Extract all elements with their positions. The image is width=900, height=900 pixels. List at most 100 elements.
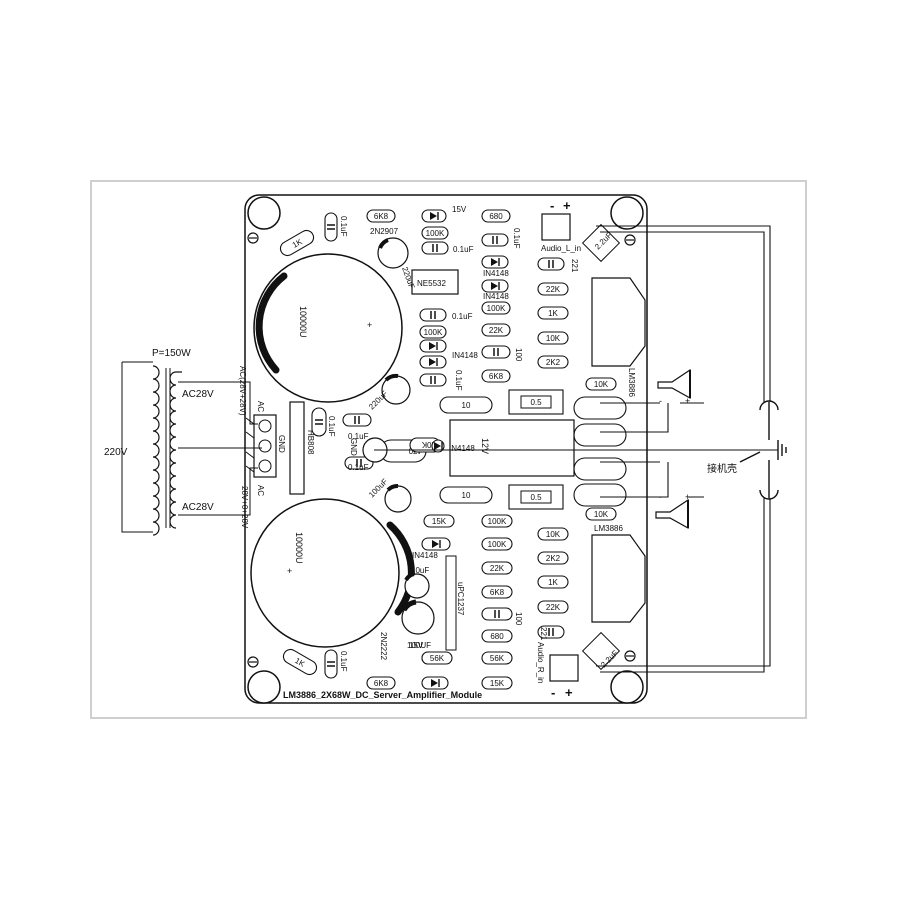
cap-01-mid-right: [342, 413, 372, 427]
label-15v-top-label: 15V: [452, 205, 467, 214]
svg-text:+: +: [287, 566, 292, 576]
label-in4148-bot: IN4148: [412, 551, 438, 560]
label-2n2222: 2N2222: [379, 632, 388, 661]
label-cap-01b-label: 0.1uF: [453, 245, 474, 254]
label-cap-01d-label: 0.1uF: [452, 312, 473, 321]
bridge-rectifier: HB808: [289, 401, 315, 495]
diode-mid: [431, 439, 445, 453]
chassis-ground-icon: [739, 440, 787, 463]
cap-01-mid-lower: [344, 456, 374, 470]
svg-text:HB808: HB808: [306, 430, 315, 455]
resistor-22k-a-label: 22K: [546, 285, 561, 294]
resistor-6k8-b-top: 6K8: [481, 369, 511, 383]
coupling-cap-top: 2.2uF: [581, 223, 621, 263]
resistor-22k-b-bot-label: 22K: [546, 603, 561, 612]
svg-text:LM3886: LM3886: [627, 368, 636, 397]
ic-lm3886-bottom: LM3886: [591, 524, 646, 623]
cap-221-top: [537, 257, 565, 271]
resistor-100k-c-top: 100K: [419, 325, 447, 339]
resistor-10-top: 10: [439, 396, 493, 414]
svg-text:+: +: [565, 685, 573, 700]
svg-text:-: -: [659, 396, 662, 406]
components-layer: 6K8 15V 680 1K 0.1uF 2N2907 100K 0.1uF 0.1uF IN41…: [279, 205, 627, 690]
ic-lm3886-top: LM3886: [591, 277, 646, 397]
resistor-10k-a-bot: 10K: [537, 527, 569, 541]
secondary-top-voltage: AC28V: [182, 389, 214, 400]
output-wiring: [374, 225, 778, 673]
label-100-bot: 100: [514, 612, 523, 626]
svg-text:+: +: [685, 492, 690, 502]
svg-text:AC(28V+28V): AC(28V+28V): [238, 366, 247, 416]
resistor-6k8-a-bot-label: 6K8: [490, 588, 505, 597]
label-cap-01-mid-right: 0.1uF: [348, 432, 369, 441]
label-cap-01a-label: 0.1uF: [339, 216, 348, 237]
resistor-22k-b-top: 22K: [481, 323, 511, 337]
label-cap-01-mid-lower: 0.1uF: [348, 463, 369, 472]
resistor-6k8-a-bot: 6K8: [481, 585, 513, 599]
resistor-680-top-label: 680: [489, 212, 503, 221]
label-cap-01b: 0.1uF: [453, 245, 474, 254]
secondary-bottom-voltage: AC28V: [182, 502, 214, 513]
mounting-hole-bl: [247, 670, 281, 704]
resistor-1k-b-top-label: 1K: [548, 309, 558, 318]
resistor-2k2-bot-label: 2K2: [546, 554, 561, 563]
transformer: P=150W 220V AC28V AC28V: [104, 348, 262, 536]
speaker-bottom-icon: - +: [655, 492, 690, 530]
ic-ne5532: NE5532: [411, 269, 459, 295]
svg-text:-: -: [659, 492, 662, 502]
resistor-10k-a-top-label: 10K: [546, 334, 561, 343]
mounting-hole-tr: [610, 196, 644, 230]
resistor-22k-b-bot: 22K: [537, 600, 569, 614]
resistor-05-bot: 0.5: [508, 484, 564, 510]
resistor-15k-bot: 15K: [423, 514, 455, 528]
label-cap-01-mid-lower-label: 0.1uF: [348, 463, 369, 472]
resistor-2k2-top-label: 2K2: [546, 358, 561, 367]
label-in4148-c-label: IN4148: [452, 351, 478, 360]
resistor-10k-out-label: 10K: [594, 510, 609, 519]
cap-100uf-bottom: 100UF: [401, 599, 435, 650]
resistor-10k-b-top: 10K: [585, 377, 617, 391]
svg-text:12V: 12V: [480, 438, 490, 454]
screw-icon: [247, 232, 636, 668]
resistor-100k-b-bot: 100K: [481, 537, 513, 551]
svg-text:-: -: [550, 198, 554, 213]
cap-0.1-bot: [324, 649, 338, 679]
cap-01-mid-left: [311, 407, 327, 437]
filter-capacitor-bottom: 10000U +: [250, 498, 415, 648]
label-cap-01-bot: 0.1uF: [339, 651, 348, 672]
svg-text:NE5532: NE5532: [417, 279, 446, 288]
resistor-100k-c-top-label: 100K: [424, 328, 443, 337]
resistor-1k-bot: 1K: [537, 575, 569, 589]
audio-r-input: - + Audio_R_in: [536, 642, 579, 700]
big-cap-top-label: 10000U: [298, 306, 308, 338]
audio-l-input: - + Audio_L_in: [541, 198, 581, 253]
resistor-56k-a: 56K: [421, 651, 453, 665]
diode-in4148-a: [481, 255, 509, 269]
resistor-10k-b-top-label: 10K: [594, 380, 609, 389]
pcb-board: 10000U + 10000U + AC(28V+28V) AC GND AC …: [238, 194, 648, 704]
label-in4148-b-label: IN4148: [483, 292, 509, 301]
svg-text:AC: AC: [256, 401, 265, 412]
label-2n2907: 2N2907: [370, 227, 399, 236]
cap-100-bot: [481, 607, 513, 621]
svg-text:+: +: [685, 396, 690, 406]
label-in4148-bot-label: IN4148: [412, 551, 438, 560]
cap-0.1-top-a: [324, 212, 338, 242]
label-100-top: 100: [514, 348, 523, 362]
resistor-2k2-bot: 2K2: [537, 551, 569, 565]
cap-0.1-c: [481, 233, 509, 247]
cap-0.1-b: [421, 241, 449, 255]
transformer-power: P=150W: [152, 348, 191, 359]
svg-text:-: -: [551, 685, 555, 700]
resistor-05-top: 0.5: [508, 389, 564, 415]
label-cap-01e-label: 0.1uF: [454, 370, 463, 391]
svg-text:28V+0+28V: 28V+0+28V: [240, 486, 249, 529]
svg-text:IN4148: IN4148: [449, 444, 475, 453]
label-cap-01c-label: 0.1uF: [512, 228, 521, 249]
cap-0.1-e: [419, 373, 447, 387]
label-221-top: 221: [570, 259, 579, 273]
label-2n2222-label: 2N2222: [379, 632, 388, 661]
cap-221-bot: [537, 625, 565, 639]
resistor-1k-bot-label: 1K: [548, 578, 558, 587]
resistor-05-bot-label: 0.5: [530, 493, 542, 502]
